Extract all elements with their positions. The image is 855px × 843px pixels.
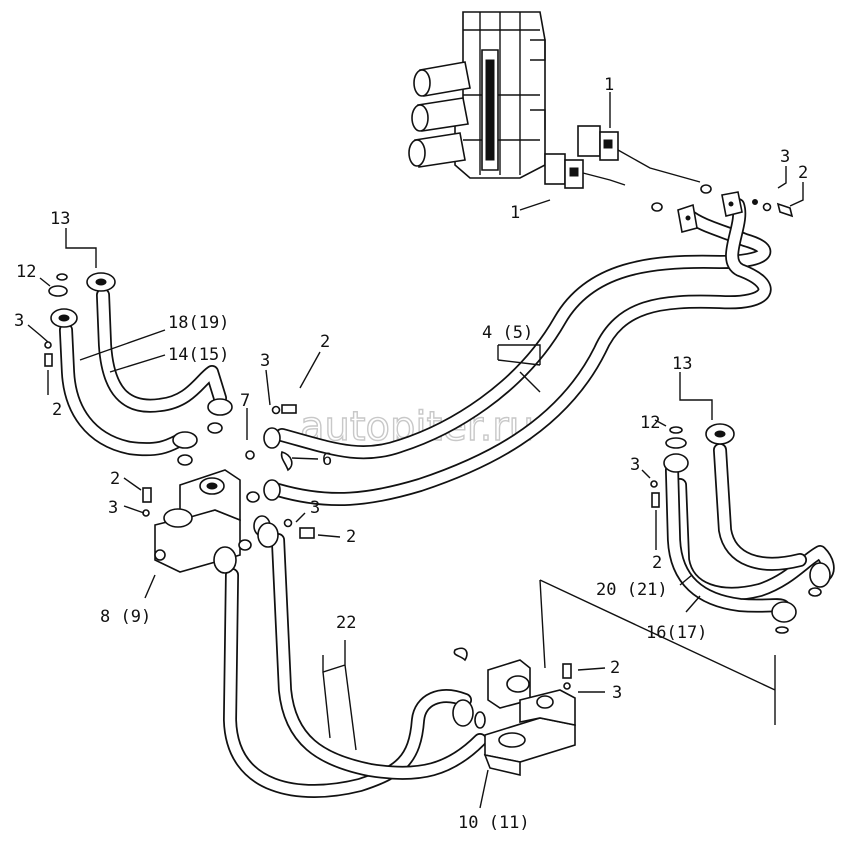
- fittings-left: [44, 272, 233, 466]
- callout-10-11: 10 (11): [458, 813, 530, 833]
- callout-2-mid: 2: [320, 332, 330, 352]
- o-ring: [651, 202, 663, 212]
- callout-13-right: 13: [672, 354, 692, 374]
- callout-3-mid: 3: [260, 351, 270, 371]
- o-ring: [700, 184, 712, 194]
- block-10-11: [483, 659, 576, 777]
- callout-3-bottom: 3: [612, 683, 622, 703]
- block-fittings-22: [213, 522, 486, 729]
- callout-12-left: 12: [16, 262, 36, 282]
- callout-8-9: 8 (9): [100, 607, 151, 627]
- flange-fittings-1: [544, 125, 701, 189]
- callout-2-block-left: 2: [110, 469, 120, 489]
- callout-22: 22: [336, 613, 356, 633]
- callout-1-left: 1: [510, 203, 520, 223]
- callout-3-left: 3: [14, 311, 24, 331]
- callout-2-top-right: 2: [798, 163, 808, 183]
- reference-lines: [539, 579, 776, 725]
- callout-4-5: 4 (5): [482, 323, 533, 343]
- callout-20-21: 20 (21): [596, 580, 668, 600]
- leader-lines: [27, 92, 804, 809]
- callout-7: 7: [240, 391, 250, 411]
- hoses-left: [59, 288, 227, 457]
- callout-3-block-left: 3: [108, 498, 118, 518]
- callout-2-left: 2: [52, 400, 62, 420]
- callout-18-19: 18(19): [168, 313, 229, 333]
- callout-2-block-right: 2: [346, 527, 356, 547]
- callout-14-15: 14(15): [168, 345, 229, 365]
- spool-3: [408, 132, 466, 168]
- callout-1-top: 1: [604, 75, 614, 95]
- callout-2-bottom: 2: [610, 658, 620, 678]
- callout-12-right: 12: [640, 413, 660, 433]
- callout-6: 6: [322, 450, 332, 470]
- fittings-right: [650, 423, 831, 634]
- control-valve-assembly: [408, 11, 546, 179]
- bolt-washer-top-right: [752, 199, 794, 218]
- callout-3-right: 3: [630, 455, 640, 475]
- hoses-right: [665, 443, 835, 619]
- hose-end-flanges-top-right: [677, 191, 743, 233]
- hose-4-5: [271, 198, 772, 507]
- manifold-block-8-9: [142, 469, 260, 573]
- callout-16-17: 16(17): [646, 623, 707, 643]
- callout-2-right: 2: [652, 553, 662, 573]
- callout-3-top-right: 3: [780, 147, 790, 167]
- hoses-22: [223, 533, 487, 799]
- callout-13-left: 13: [50, 209, 70, 229]
- spool-2: [411, 97, 469, 132]
- spool-1: [413, 61, 471, 97]
- callout-3-block-right: 3: [310, 498, 320, 518]
